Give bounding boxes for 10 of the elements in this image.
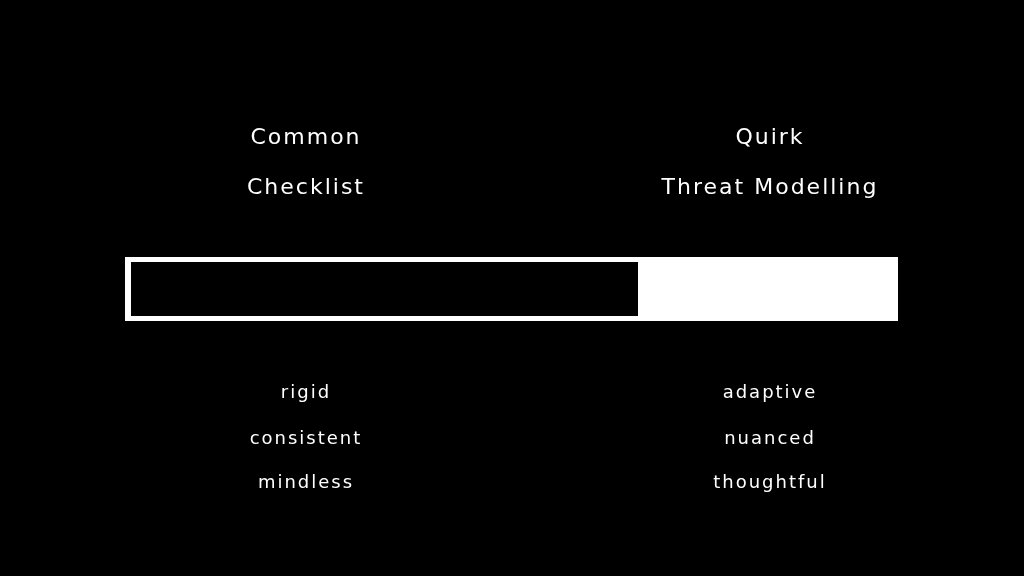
descriptor-text: rigid <box>280 380 332 402</box>
descriptor-text: mindless <box>257 470 355 492</box>
heading-text: Quirk <box>735 123 805 149</box>
heading-text: Common <box>250 123 362 149</box>
heading-text: Checklist <box>247 173 365 199</box>
descriptor-text: nuanced <box>724 426 816 448</box>
descriptor-text: consistent <box>249 426 363 448</box>
descriptor-text: adaptive <box>722 380 818 402</box>
heading-text: Threat Modelling <box>661 173 879 199</box>
descriptor-text: thoughtful <box>713 470 827 492</box>
